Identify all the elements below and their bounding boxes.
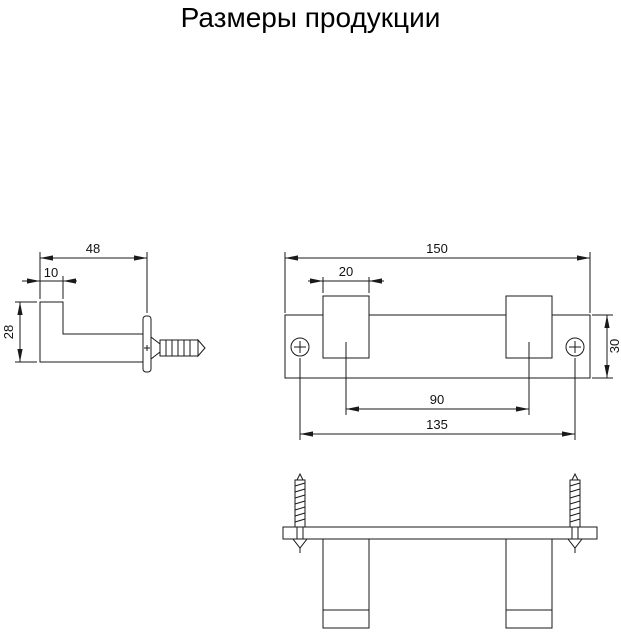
left-screw (290, 337, 310, 357)
dim-label-90: 90 (430, 392, 444, 407)
dim-label-10: 10 (44, 265, 58, 280)
dim-hook-spacing-90: 90 (345, 342, 530, 415)
right-hook-top (505, 538, 553, 629)
bar-top-edge (282, 526, 598, 540)
dim-hook-width-20: 20 (308, 264, 384, 293)
wall-plate (142, 315, 152, 373)
dim-label-135: 135 (426, 417, 448, 432)
dim-width-150: 150 (284, 241, 591, 313)
dim-thickness-10: 10 (22, 265, 77, 299)
side-view: 48 10 28 (1, 241, 206, 373)
right-screw (565, 337, 585, 357)
dim-label-150: 150 (426, 241, 448, 256)
dim-screw-spacing-135: 135 (299, 358, 576, 440)
left-hook-top (322, 538, 370, 629)
left-screw-head (291, 527, 309, 553)
dim-depth-48: 48 (39, 241, 148, 313)
right-anchor (569, 472, 581, 528)
dim-bar-height-30: 30 (592, 314, 621, 379)
dim-height-28: 28 (1, 301, 37, 363)
front-view: 150 20 30 (284, 241, 621, 440)
dim-label-48: 48 (86, 241, 100, 256)
screw-and-anchor (144, 335, 206, 361)
dim-label-20: 20 (339, 264, 353, 279)
page-title: Размеры продукции (180, 2, 441, 33)
right-screw-head (566, 527, 584, 553)
left-anchor (294, 472, 306, 528)
hook-profile (39, 301, 144, 363)
dim-label-28: 28 (1, 325, 16, 339)
top-view (282, 472, 598, 629)
dim-label-30: 30 (607, 339, 621, 353)
